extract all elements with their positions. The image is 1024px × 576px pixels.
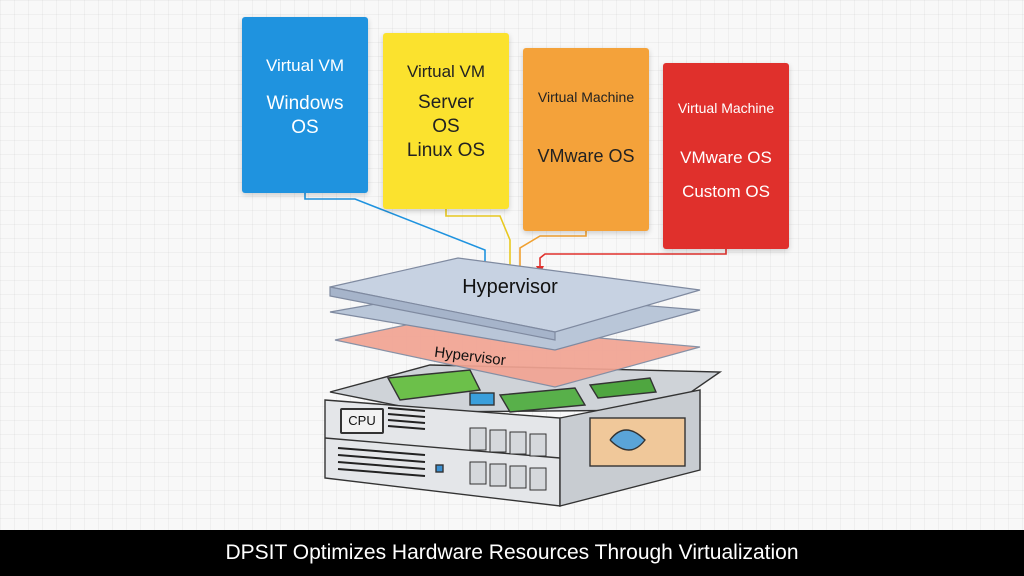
vm-card-line: Custom OS bbox=[682, 182, 770, 201]
hypervisor-layers bbox=[329, 257, 701, 388]
vm-card-line: Server bbox=[418, 92, 474, 113]
connector-vm3 bbox=[519, 231, 587, 268]
virtualization-diagram bbox=[304, 193, 727, 507]
vm-card-title: Virtual Machine bbox=[677, 100, 775, 116]
vm-card-server-linux: Virtual VM Server OS Linux OS bbox=[383, 33, 509, 209]
connector-vm1 bbox=[304, 193, 486, 268]
drive-bays bbox=[469, 427, 547, 491]
vm-card-title: Virtual VM bbox=[265, 56, 345, 75]
component-green-1 bbox=[386, 369, 482, 401]
caption-bar: DPSIT Optimizes Hardware Resources Throu… bbox=[0, 530, 1024, 576]
component-green-3 bbox=[588, 377, 658, 399]
vm-card-line: VMware OS bbox=[680, 148, 772, 167]
server-chassis bbox=[324, 364, 723, 507]
vm-card-line: OS bbox=[291, 117, 319, 138]
vm-card-line: OS bbox=[432, 116, 460, 137]
vm-card-windows: Virtual VM Windows OS bbox=[242, 17, 368, 193]
side-fan bbox=[609, 429, 646, 451]
cpu-label: CPU bbox=[340, 408, 384, 434]
vm-card-line: Windows bbox=[266, 93, 344, 114]
vm-card-line: Linux OS bbox=[406, 140, 486, 161]
component-blue bbox=[469, 392, 495, 406]
caption-text: DPSIT Optimizes Hardware Resources Throu… bbox=[225, 541, 799, 564]
hypervisor-top-label: Hypervisor bbox=[462, 276, 558, 298]
vm-card-line: VMware OS bbox=[537, 146, 635, 166]
hypervisor-orange-layer bbox=[334, 321, 701, 388]
component-green-2 bbox=[498, 387, 587, 413]
connector-vm2 bbox=[445, 209, 511, 268]
hypervisor-top-edge bbox=[329, 286, 556, 341]
front-vents bbox=[337, 407, 426, 477]
vm-card-title: Virtual VM bbox=[406, 62, 486, 81]
connector-vm4 bbox=[539, 249, 727, 268]
chassis-divider bbox=[324, 437, 561, 459]
vm-card-custom: Virtual Machine VMware OS Custom OS bbox=[663, 63, 789, 249]
usb-port bbox=[435, 464, 444, 473]
vm-card-title: Virtual Machine bbox=[537, 89, 635, 105]
vm-card-vmware: Virtual Machine VMware OS bbox=[523, 48, 649, 231]
